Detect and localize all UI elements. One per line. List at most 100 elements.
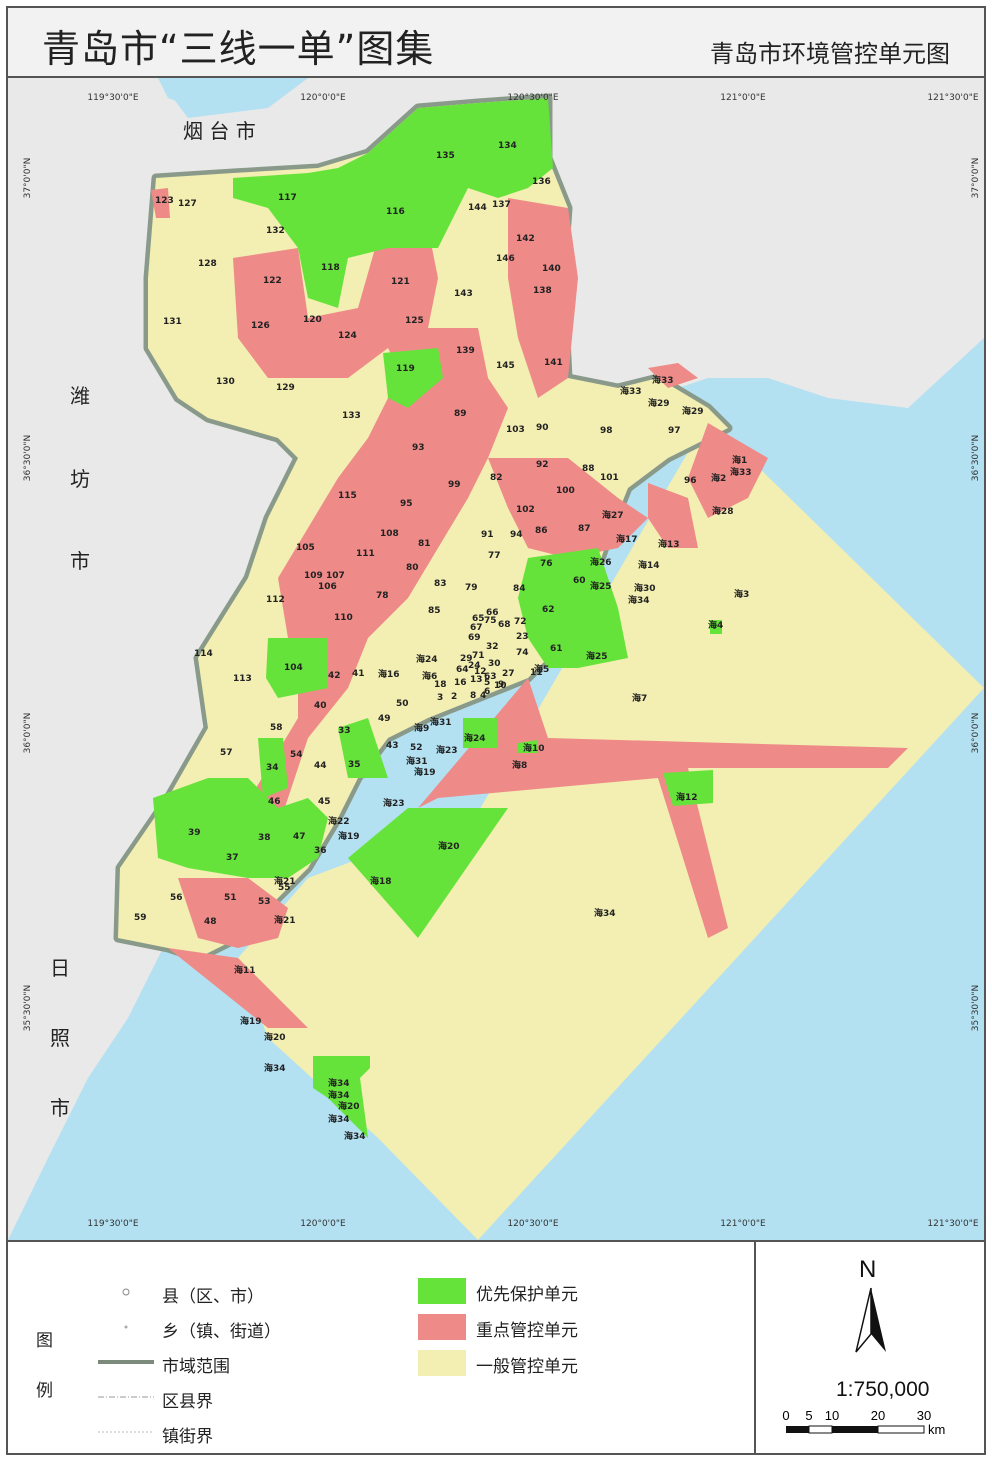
unit-label-priority: 104 [284,663,303,673]
legend-county: 县（区、市） [162,1287,264,1307]
unit-label-general: 143 [454,289,473,299]
unit-label-sea: 海34 [628,594,650,606]
unit-label-sea: 海29 [682,405,704,417]
key-zone-east-coast [688,423,768,518]
unit-label-sea: 海28 [712,505,734,517]
unit-label-general: 59 [134,913,147,923]
map-title: 青岛市环境管控单元图 [710,40,950,68]
unit-label-key: 67 [470,623,483,633]
unit-label-key: 32 [486,642,499,652]
scale-unit: km [928,1422,945,1437]
unit-label-general: 96 [684,476,697,486]
unit-label-general: 115 [338,491,357,501]
priority-zone-marine-12 [663,770,713,806]
unit-label-sea: 海33 [652,374,674,386]
unit-label-key: 63 [484,672,497,682]
unit-label-key: 24 [468,661,481,671]
unit-label-sea: 海26 [590,556,612,568]
unit-label-sea: 海34 [594,907,616,919]
unit-label-key: 43 [386,741,399,751]
coord-left-1: 36°30'0"N [23,435,33,481]
atlas-title: 青岛市“三线一单”图集 [42,27,435,71]
coord-top-0: 119°30'0"E [87,93,138,103]
legend-town: 乡（镇、街道） [162,1322,281,1342]
key-zone-southwest [178,878,288,948]
unit-label-sea: 海7 [632,692,647,704]
unit-label-general: 54 [290,750,303,760]
unit-label-key: 2 [451,692,457,702]
priority-zone-marine-10 [518,740,538,753]
unit-label-key: 3 [437,693,443,703]
unit-label-sea: 海21 [274,875,296,887]
header: 青岛市“三线一单”图集 青岛市环境管控单元图 [8,8,984,78]
coord-bottom-4: 121°30'0"E [927,1219,978,1229]
coord-left-0: 37°0'0"N [23,158,33,199]
unit-label-general: 57 [220,748,233,758]
unit-label-key: 121 [391,277,410,287]
unit-label-key: 18 [434,680,447,690]
unit-label-priority: 39 [188,828,201,838]
unit-label-key: 138 [533,286,552,296]
place-rizhao-3: 市 [50,1096,70,1120]
unit-label-sea: 海12 [676,791,698,803]
legend-swatch-key [418,1314,466,1340]
north-label: N [859,1256,877,1283]
unit-label-sea: 海11 [234,964,256,976]
priority-zone-35 [338,718,388,778]
place-weifang-3: 市 [70,549,90,573]
place-rizhao-2: 照 [50,1026,70,1050]
scale-panel: N 1:750,000 0 5 10 20 30 km [754,1242,984,1453]
unit-label-key: 105 [296,543,315,553]
unit-label-key: 5 [484,678,490,688]
unit-label-key: 68 [498,620,511,630]
unit-label-key: 40 [314,701,327,711]
unit-label-sea: 海9 [414,722,429,734]
unit-label-key: 42 [328,671,341,681]
key-zone-123 [151,188,170,218]
unit-label-key: 139 [456,346,475,356]
legend-title-2: 例 [36,1381,53,1401]
unit-label-priority: 118 [321,263,340,273]
unit-label-sea: 海23 [436,744,458,756]
unit-label-sea: 海34 [264,1062,286,1074]
coord-top-2: 120°30'0"E [507,93,558,103]
unit-label-sea: 海5 [534,663,549,675]
unit-label-key: 46 [268,797,281,807]
coord-top-4: 121°30'0"E [927,93,978,103]
unit-label-general: 114 [194,649,213,659]
unit-label-key: 11 [530,668,543,678]
unit-label-sea: 海6 [422,670,437,682]
unit-label-key: 92 [536,460,549,470]
legend-key-label: 重点管控单元 [476,1321,578,1341]
unit-label-sea: 海27 [602,509,624,521]
unit-label-key: 48 [204,917,217,927]
unit-label-general: 113 [233,674,252,684]
unit-label-key: 90 [536,423,549,433]
coord-bottom-1: 120°0'0"E [300,1219,346,1229]
unit-label-key: 89 [454,409,467,419]
unit-label-sea: 海3 [734,588,749,600]
priority-zone-marine-south [313,1056,370,1138]
coord-left-3: 35°30'0"N [23,985,33,1031]
unit-label-key: 6 [484,687,490,697]
unit-label-key: 30 [488,659,501,669]
key-zone-east-strip [508,198,578,398]
unit-label-sea: 海21 [274,914,296,926]
unit-label-priority: 117 [278,193,297,203]
unit-label-sea: 海23 [383,797,405,809]
unit-label-key: 41 [352,669,365,679]
unit-label-priority: 36 [314,846,327,856]
unit-label-sea: 海34 [328,1113,350,1125]
coord-bottom-2: 120°30'0"E [507,1219,558,1229]
unit-label-key: 107 [326,571,345,581]
unit-label-key: 78 [376,591,389,601]
unit-label-priority: 134 [498,141,517,151]
marine-general-zone [238,418,984,1240]
neighbor-land-northeast [568,78,984,378]
legend-swatch-general [418,1350,466,1376]
unit-label-key: 45 [318,797,331,807]
unit-label-sea: 海25 [586,650,608,662]
